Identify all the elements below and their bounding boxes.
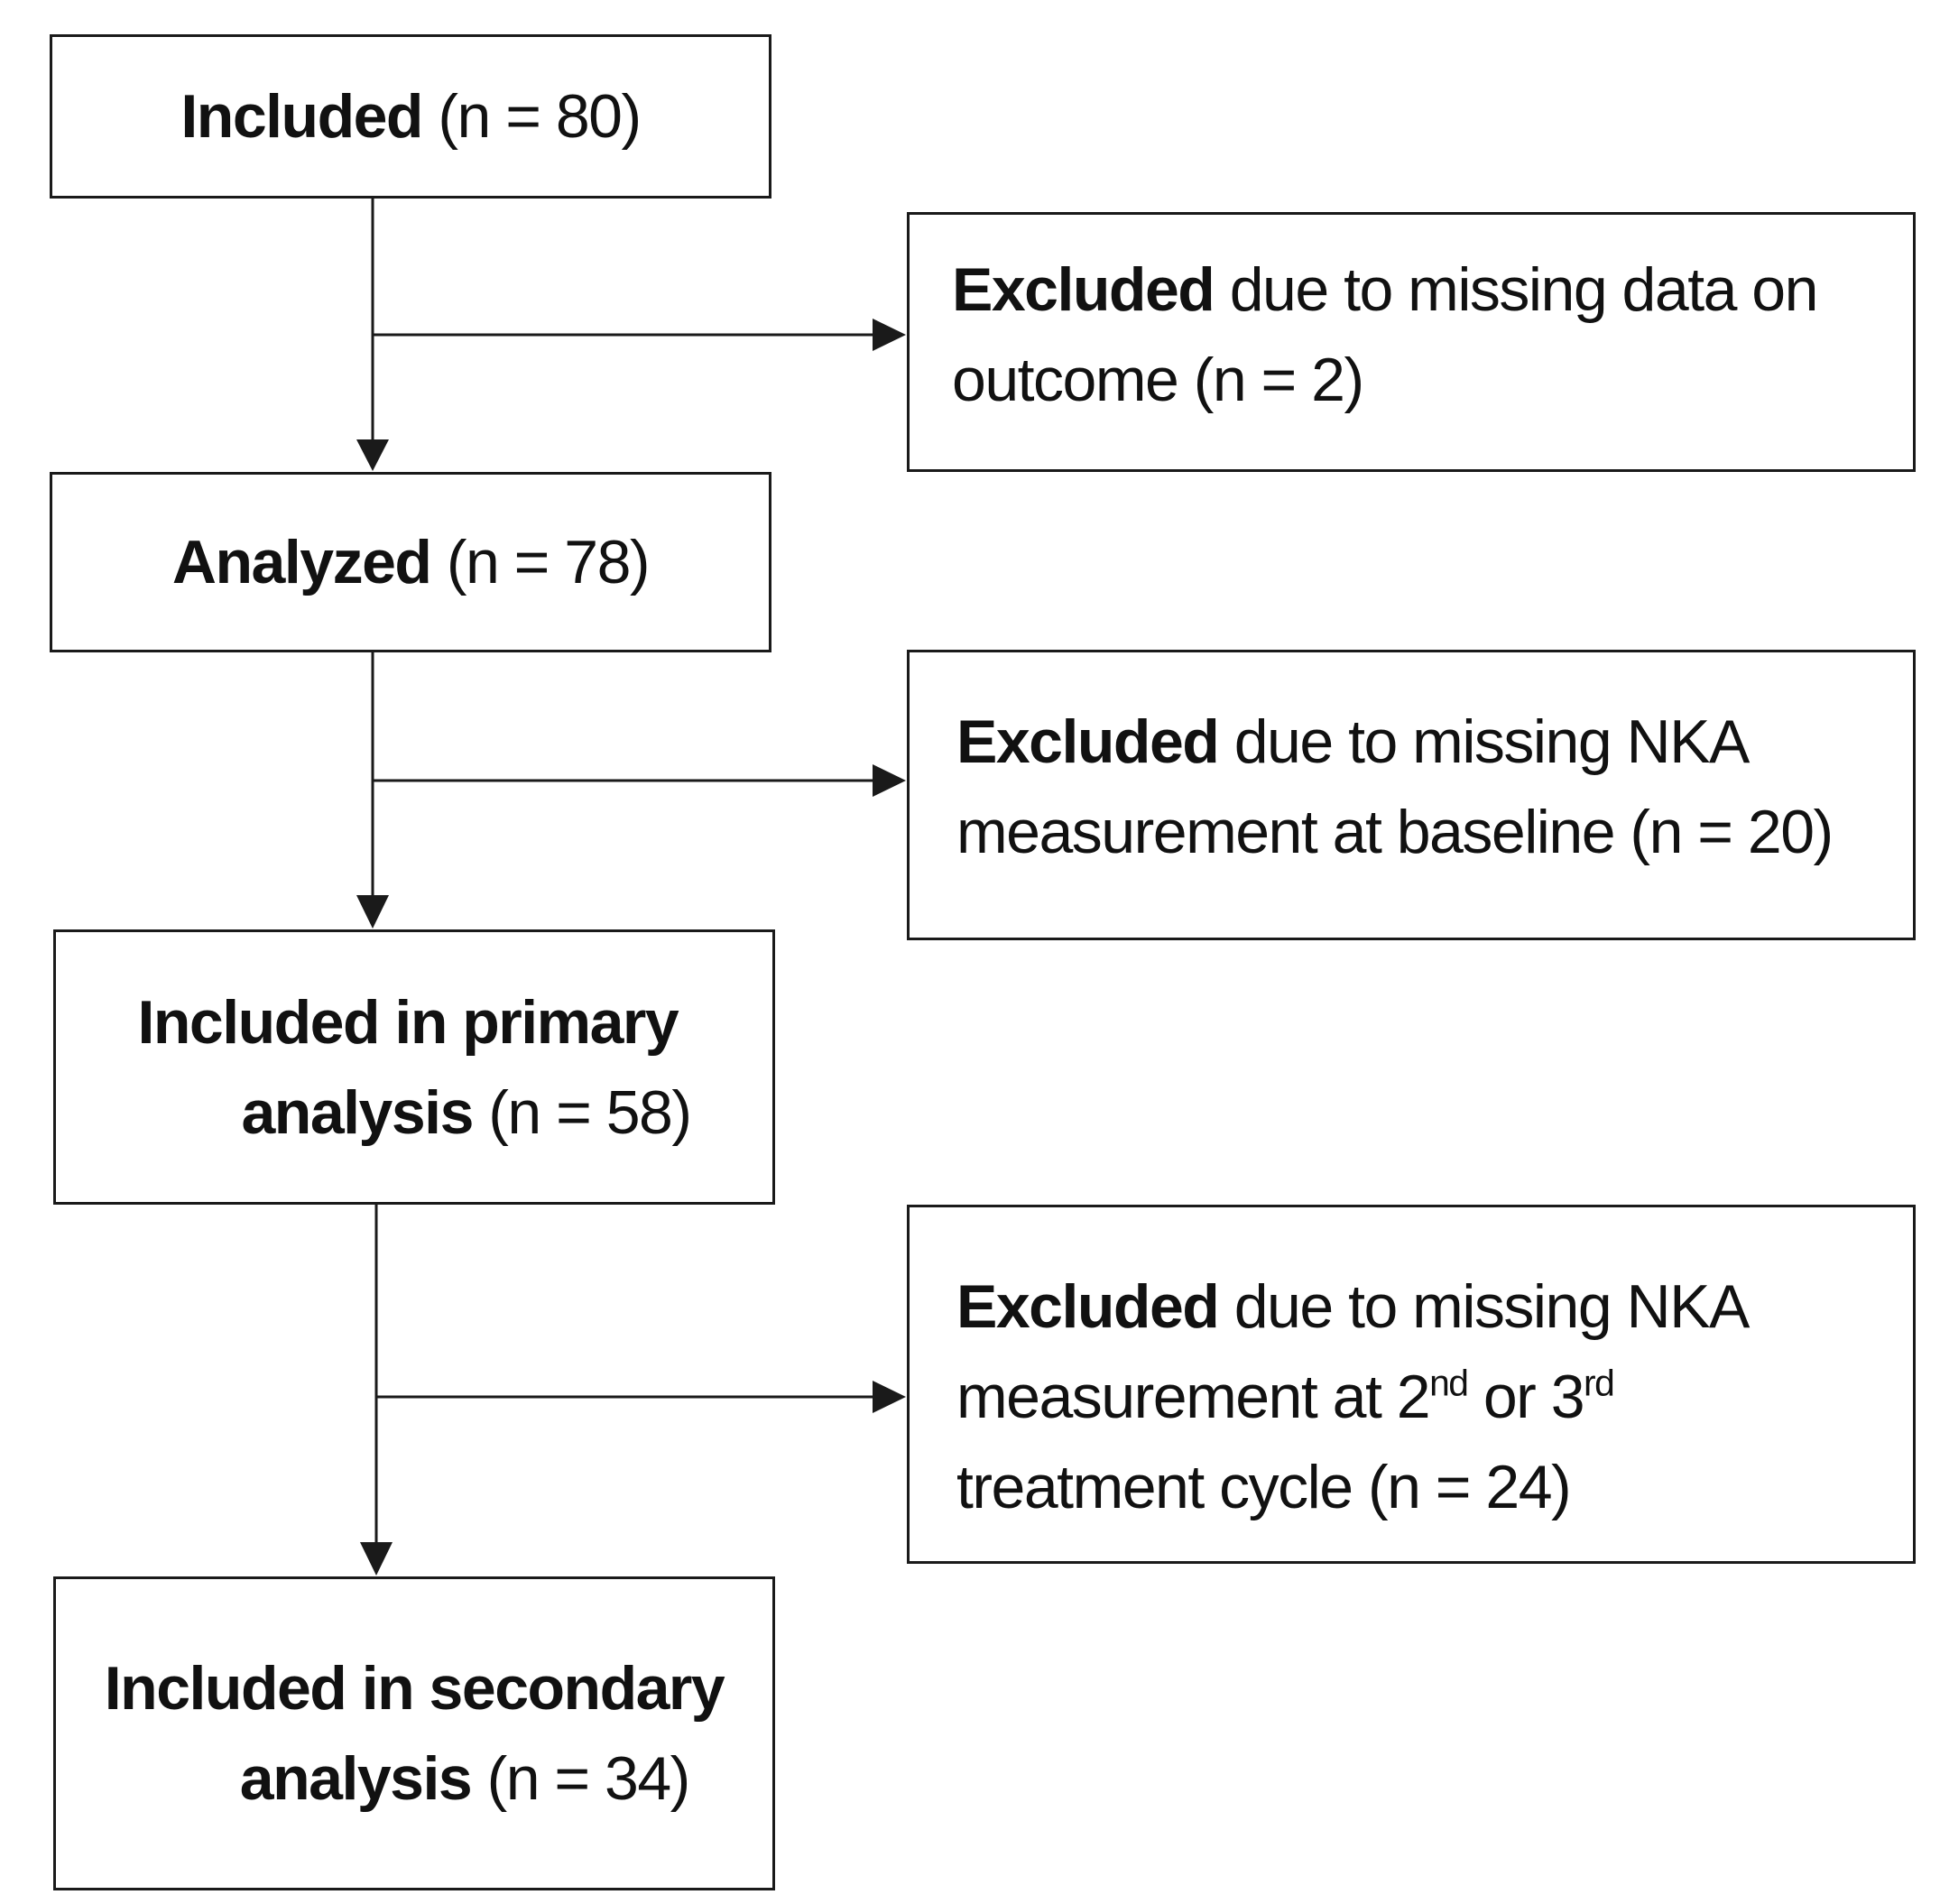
arrowhead-down-primary <box>356 895 389 929</box>
box-included-count: (n = 80) <box>421 82 642 151</box>
box-primary-text: Included in primary analysis (n = 58) <box>137 977 692 1158</box>
box-secondary-text: Included in secondary analysis (n = 34) <box>104 1643 725 1824</box>
box-included-bold: Included <box>180 82 423 151</box>
box-primary-bold-line1: Included in primary <box>137 987 679 1057</box>
box-excluded-baseline-reason: due to missing NKA <box>1218 707 1751 776</box>
box-excluded-cycle-reason: due to missing NKA <box>1218 1272 1751 1341</box>
box-excluded-outcome-line2: outcome (n = 2) <box>952 346 1364 414</box>
arrowhead-down-secondary <box>360 1542 393 1576</box>
arrowhead-down-analyzed <box>356 439 389 471</box>
box-excluded-baseline-bold: Excluded <box>956 707 1220 776</box>
box-analyzed-bold: Analyzed <box>171 528 432 596</box>
box-excluded-missing-cycle: Excluded due to missing NKA measurement … <box>907 1205 1916 1564</box>
box-primary-line1: Included in primary <box>137 977 690 1068</box>
box-excluded-missing-outcome: Excluded due to missing data on outcome … <box>907 212 1916 472</box>
box-secondary-count: (n = 34) <box>471 1744 691 1813</box>
box-primary-line2: analysis (n = 58) <box>137 1068 692 1158</box>
box-excluded-outcome-bold: Excluded <box>952 255 1215 324</box>
box-excluded-cycle-line2-a: measurement at 2 <box>956 1363 1431 1431</box>
box-excluded-baseline-line1: Excluded due to missing NKA <box>956 697 1886 787</box>
box-excluded-outcome-line1: Excluded due to missing data on <box>952 245 1886 335</box>
box-excluded-missing-baseline: Excluded due to missing NKA measurement … <box>907 650 1916 940</box>
box-excluded-cycle-sup-nd: nd <box>1429 1362 1469 1404</box>
box-excluded-cycle-line1: Excluded due to missing NKA <box>956 1262 1886 1352</box>
box-excluded-baseline-line2: measurement at baseline (n = 20) <box>956 798 1834 866</box>
box-secondary-bold-line2: analysis <box>239 1744 473 1813</box>
box-secondary-analysis: Included in secondary analysis (n = 34) <box>53 1576 775 1890</box>
box-excluded-cycle-bold: Excluded <box>956 1272 1220 1341</box>
box-primary-analysis: Included in primary analysis (n = 58) <box>53 929 775 1205</box>
box-primary-count: (n = 58) <box>472 1077 692 1147</box>
box-secondary-line1: Included in secondary <box>104 1643 725 1733</box>
arrowhead-right-excluded-outcome <box>873 319 906 351</box>
box-excluded-outcome-reason: due to missing data on <box>1214 255 1819 324</box>
box-analyzed-count: (n = 78) <box>430 528 651 596</box>
box-excluded-cycle-sup-rd: rd <box>1584 1362 1615 1404</box>
box-included: Included (n = 80) <box>50 34 771 199</box>
box-excluded-cycle-line2: measurement at 2nd or 3rd <box>956 1352 1886 1442</box>
box-analyzed: Analyzed (n = 78) <box>50 472 771 652</box>
box-primary-bold-line2: analysis <box>241 1077 474 1147</box>
box-excluded-cycle-line3: treatment cycle (n = 24) <box>956 1453 1572 1521</box>
box-analyzed-text: Analyzed (n = 78) <box>171 517 651 607</box>
arrowhead-right-excluded-cycle <box>873 1381 906 1413</box>
box-included-text: Included (n = 80) <box>180 71 642 162</box>
box-secondary-bold-line1: Included in secondary <box>104 1654 725 1723</box>
arrowhead-right-excluded-baseline <box>873 764 906 797</box>
box-excluded-cycle-line2-b: or 3 <box>1467 1363 1585 1431</box>
box-secondary-line2: analysis (n = 34) <box>105 1733 724 1824</box>
